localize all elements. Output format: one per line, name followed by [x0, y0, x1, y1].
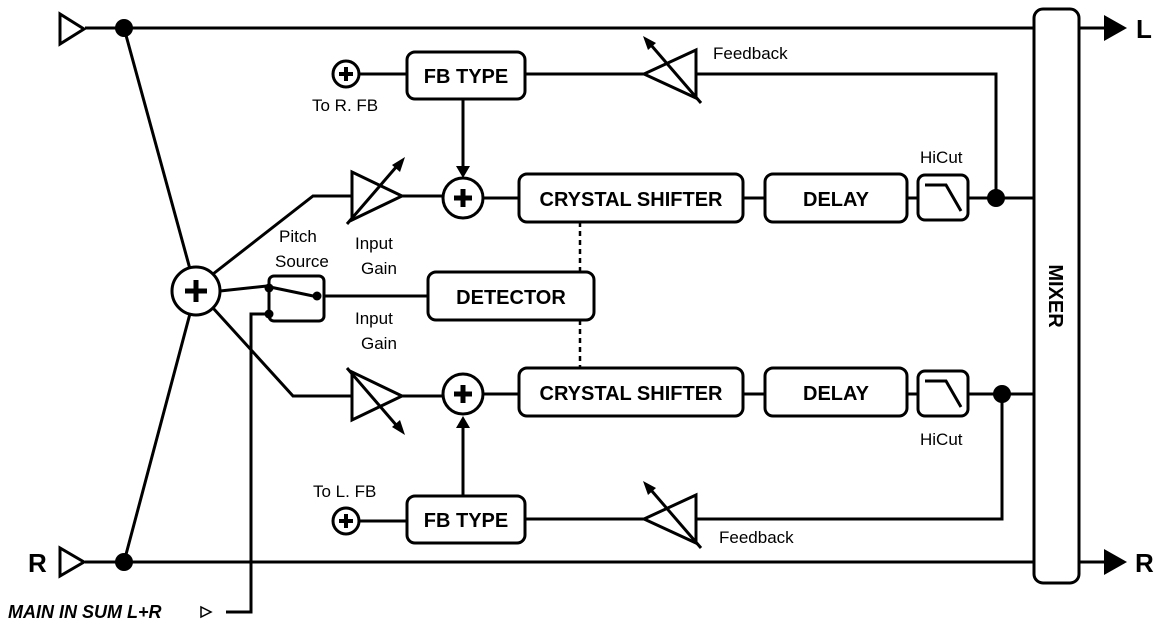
input-gain-lower-gain: Gain: [361, 334, 397, 353]
output-r-label: R: [1135, 548, 1154, 578]
fb-type-lower-label: FB TYPE: [424, 510, 508, 532]
feedback-lower-label: Feedback: [719, 528, 794, 547]
hicut-upper-label: HiCut: [920, 148, 963, 167]
mixer-label: MIXER: [1044, 264, 1066, 328]
delay-lower: [763, 366, 909, 418]
input-gain-upper-input: Input: [355, 234, 393, 253]
to-l-fb-label: To L. FB: [313, 482, 376, 501]
main-in-icon: [200, 605, 213, 619]
fb-type-upper-label: FB TYPE: [424, 66, 508, 88]
detector-label: DETECTOR: [456, 287, 566, 309]
input-gain-lower-input: Input: [355, 309, 393, 328]
feedback-amp-lower: [640, 492, 698, 546]
delay-upper-label: DELAY: [803, 189, 870, 211]
feedback-upper-label: Feedback: [713, 44, 788, 63]
output-l-label: L: [1136, 14, 1152, 44]
pitch-label: Pitch: [279, 227, 317, 246]
delay-lower-label: DELAY: [803, 383, 870, 405]
hicut-lower-label: HiCut: [920, 430, 963, 449]
crystal-shifter-upper-label: CRYSTAL SHIFTER: [540, 189, 724, 211]
input-gain-amp-upper: [350, 169, 406, 223]
mixer: [1032, 7, 1081, 585]
pitch-source-switch: [267, 274, 326, 323]
main-in-label: MAIN IN SUM L+R: [8, 602, 162, 622]
feedback-amp-upper: [640, 47, 698, 101]
input-l-icon: [58, 11, 87, 47]
crystal-shifter-lower: [517, 366, 745, 418]
source-label: Source: [275, 252, 329, 271]
input-r-label: R: [28, 548, 47, 578]
output-l-icon: [1104, 15, 1127, 41]
input-gain-amp-lower: [350, 369, 406, 423]
to-r-fb-label: To R. FB: [312, 96, 378, 115]
output-r-icon: [1104, 549, 1127, 575]
hicut-filter-upper: [916, 173, 970, 222]
input-r-icon: [58, 545, 87, 579]
detector: [426, 270, 596, 322]
crystal-shifter-lower-label: CRYSTAL SHIFTER: [540, 383, 724, 405]
input-gain-upper-gain: Gain: [361, 259, 397, 278]
hicut-filter-lower: [916, 369, 970, 418]
